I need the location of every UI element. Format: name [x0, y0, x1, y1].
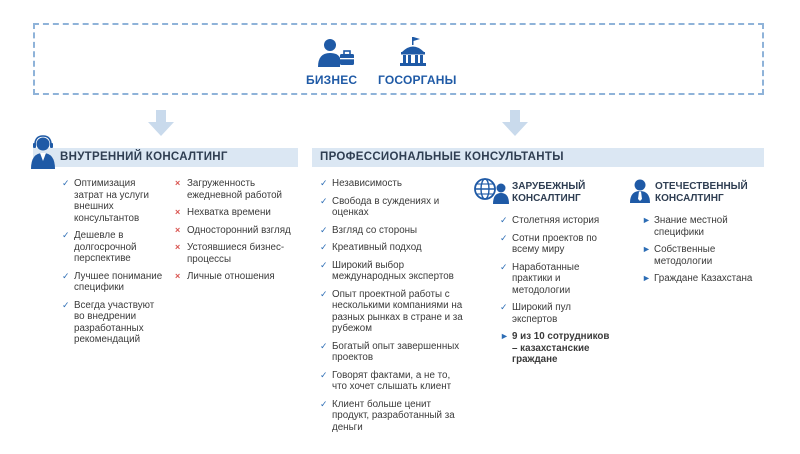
- professional-list: ✓Независимость ✓Свобода в суждениях и оц…: [320, 178, 465, 439]
- check-icon: ✓: [320, 195, 328, 206]
- check-icon: ✓: [62, 178, 70, 188]
- list-item: ✓Клиент больше ценит продукт, разработан…: [320, 398, 455, 433]
- consultant-headset-icon: [31, 135, 55, 169]
- arrow-right-icon: ►: [642, 244, 651, 254]
- arrow-down-icon: [502, 110, 528, 136]
- cross-icon: ×: [175, 224, 181, 235]
- internal-pros-list: ✓Оптимизация затрат на услуги внешних ко…: [62, 178, 164, 352]
- check-icon: ✓: [62, 299, 70, 310]
- check-icon: ✓: [320, 398, 328, 409]
- check-icon: ✓: [320, 340, 328, 351]
- cross-icon: ×: [175, 178, 181, 188]
- list-item: ✓Широкий выбор международных экспертов: [320, 259, 454, 283]
- arrow-right-icon: ►: [642, 215, 651, 225]
- business-label: БИЗНЕС: [306, 73, 358, 87]
- arrow-down-icon: [148, 110, 174, 136]
- cross-icon: ×: [175, 207, 181, 217]
- check-icon: ✓: [320, 288, 328, 299]
- professional-consultants-band: [312, 148, 764, 167]
- list-item: ×Устоявшиеся бизнес-процессы: [175, 242, 285, 265]
- check-icon: ✓: [320, 224, 328, 235]
- list-item: ✓Креативный подход: [320, 242, 422, 253]
- globe-person-icon: [474, 178, 509, 204]
- list-item: ✓Взгляд со стороны: [320, 224, 418, 236]
- foreign-consulting-list: ✓Столетняя история ✓Сотни проектов по вс…: [500, 215, 616, 372]
- list-item: ✓Богатый опыт завершенных проектов: [320, 340, 460, 364]
- list-item: ✓Лучшее понимание специфики: [62, 270, 163, 294]
- foreign-consulting-title: ЗАРУБЕЖНЫЙ КОНСАЛТИНГ: [512, 181, 586, 204]
- check-icon: ✓: [500, 232, 508, 243]
- list-item: ►Граждане Казахстана: [642, 273, 753, 284]
- check-icon: ✓: [500, 302, 508, 312]
- list-item: ×Односторонний взгляд: [175, 224, 291, 236]
- list-item: ✓Независимость: [320, 178, 402, 189]
- list-item: ✓Наработанные практики и методологии: [500, 261, 580, 296]
- person-tie-icon: [630, 179, 650, 203]
- list-item: ✓Всегда участвуют во внедрении разработа…: [62, 299, 155, 346]
- domestic-consulting-title: ОТЕЧЕСТВЕННЫЙ КОНСАЛТИНГ: [655, 181, 748, 204]
- check-icon: ✓: [500, 261, 508, 272]
- list-item: ✓Сотни проектов по всему миру: [500, 232, 597, 256]
- check-icon: ✓: [500, 215, 508, 225]
- list-item: ✓Говорят фактами, а не то, что хочет слы…: [320, 369, 452, 393]
- domestic-consulting-list: ►Знание местной специфики ►Собственные м…: [642, 215, 760, 291]
- list-item: ✓Широкий пул экспертов: [500, 302, 572, 325]
- list-item: ✓Дешевле в долгосрочной перспективе: [62, 230, 137, 264]
- list-item: ✓Столетняя история: [500, 215, 600, 226]
- government-building-icon: [400, 37, 426, 66]
- list-item: ►Знание местной специфики: [642, 215, 728, 238]
- list-item: ►Собственные методологии: [642, 244, 716, 267]
- list-item: ×Загруженность ежедневной работой: [175, 178, 282, 201]
- check-icon: ✓: [320, 178, 328, 188]
- list-item: ✓Оптимизация затрат на услуги внешних ко…: [62, 178, 150, 224]
- check-icon: ✓: [320, 369, 328, 380]
- cross-icon: ×: [175, 271, 181, 281]
- government-label: ГОСОРГАНЫ: [378, 73, 457, 87]
- internal-consulting-band: [33, 148, 298, 167]
- list-item: ×Нехватка времени: [175, 207, 271, 218]
- cross-icon: ×: [175, 242, 181, 252]
- list-item: ✓Свобода в суждениях и оценках: [320, 195, 440, 219]
- list-item: ✓Опыт проектной работы с несколькими ком…: [320, 288, 463, 335]
- clients-box: [33, 23, 764, 95]
- list-item: ►9 из 10 сотрудников – казахстанские гра…: [500, 331, 610, 365]
- arrow-right-icon: ►: [642, 273, 651, 283]
- business-person-icon: [318, 39, 354, 67]
- check-icon: ✓: [62, 230, 70, 240]
- arrow-right-icon: ►: [500, 331, 509, 341]
- list-item: ×Личные отношения: [175, 271, 275, 282]
- check-icon: ✓: [320, 259, 328, 270]
- check-icon: ✓: [62, 270, 70, 281]
- internal-consulting-title: ВНУТРЕННИЙ КОНСАЛТИНГ: [60, 151, 228, 163]
- check-icon: ✓: [320, 242, 328, 252]
- internal-cons-list: ×Загруженность ежедневной работой ×Нехва…: [175, 178, 293, 289]
- professional-consultants-title: ПРОФЕССИОНАЛЬНЫЕ КОНСУЛЬТАНТЫ: [320, 151, 564, 163]
